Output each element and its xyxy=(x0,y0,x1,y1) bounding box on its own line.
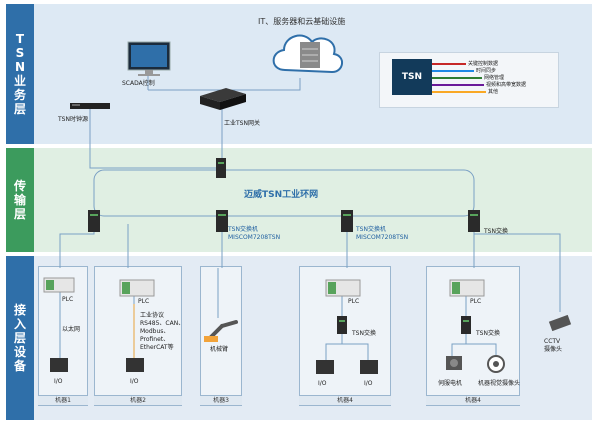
tsn-clock-label: TSN时钟源 xyxy=(58,116,88,123)
switch-icon-ring-4 xyxy=(468,210,480,232)
gateway-icon xyxy=(200,88,246,110)
legend-item-3: 网络管理 xyxy=(484,75,505,81)
it-title: IT、服务器和云基础设施 xyxy=(258,17,346,26)
plc-icon-4 xyxy=(449,279,485,297)
tsn-switch-label-1: TSN交换 xyxy=(352,330,376,337)
layer-label-transport: 传输层 xyxy=(6,148,34,252)
vision-label: 机器视觉摄像头 xyxy=(478,380,521,387)
legend-item-2: 时间同步 xyxy=(476,68,497,74)
legend-item-4: 视频和高带宽数据 xyxy=(486,82,527,88)
io-icon-2 xyxy=(126,358,144,372)
plc-icon-2 xyxy=(119,279,155,297)
switch-icon-ring-2 xyxy=(216,210,228,232)
switch-label-1: TSN交换机 xyxy=(228,226,258,233)
vision-camera-icon xyxy=(487,355,505,373)
io-label-1: I/O xyxy=(54,378,63,385)
clock-source-icon xyxy=(70,103,110,109)
monitor-icon xyxy=(127,41,171,76)
switch-icon-ring-1 xyxy=(88,210,100,232)
switch-label-right: TSN交换 xyxy=(484,228,508,235)
robot-base-icon xyxy=(204,336,218,342)
servo-motor-icon xyxy=(446,356,462,370)
cloud-icon xyxy=(272,34,343,74)
plc-label-4: PLC xyxy=(470,298,482,305)
switch-label-2: TSN交换机 xyxy=(356,226,386,233)
gateway-label: 工业TSN网关 xyxy=(224,120,260,127)
legend-tsn-badge: TSN xyxy=(392,59,432,95)
plc-label-3: PLC xyxy=(348,298,360,305)
switch-model-1: MISCOM7208TSN xyxy=(228,234,281,241)
tsn-switch-label-2: TSN交换 xyxy=(476,330,500,337)
plc-icon-1 xyxy=(43,277,75,293)
io-label-2: I/O xyxy=(130,378,139,385)
machine-3-label: 机器3 xyxy=(200,395,242,405)
legend-item-5: 其他 xyxy=(488,89,499,95)
cctv-icon xyxy=(548,314,572,332)
scada-label: SCADA控制 xyxy=(122,80,155,87)
plc-icon-3 xyxy=(325,279,361,297)
ring-label: 迈威TSN工业环网 xyxy=(244,190,319,200)
machine-2-label: 机器2 xyxy=(94,395,182,405)
layer-label-business: TSN业务层 xyxy=(6,4,34,144)
io-label-4: I/O xyxy=(364,380,373,387)
ethernet-label: 以太网 xyxy=(62,326,81,333)
plc-label-1: PLC xyxy=(62,296,74,303)
io-icon-3 xyxy=(316,360,334,374)
machine-4b-label: 机器4 xyxy=(426,395,520,405)
io-label-3: I/O xyxy=(318,380,327,387)
io-icon-4 xyxy=(360,360,378,374)
machine-1-label: 机器1 xyxy=(38,395,88,405)
machine-4a-label: 机器4 xyxy=(299,395,391,405)
cctv-label: CCTV 摄像头 xyxy=(544,338,563,353)
switch-icon-machine-4a xyxy=(337,316,347,334)
transport-layer-band xyxy=(6,148,592,252)
robot-label: 机械臂 xyxy=(210,346,229,353)
plc-label-2: PLC xyxy=(138,298,150,305)
servo-label: 伺服电机 xyxy=(438,380,463,387)
switch-icon-top xyxy=(216,158,226,178)
legend-item-1: 关键控制数据 xyxy=(468,61,499,67)
switch-model-2: MISCOM7208TSN xyxy=(356,234,409,241)
io-icon-1 xyxy=(50,358,68,372)
switch-icon-machine-4b xyxy=(461,316,471,334)
layer-label-access: 接入层设备 xyxy=(6,256,34,420)
switch-icon-ring-3 xyxy=(341,210,353,232)
protocol-list: 工业协议 RS485、CAN、 Modbus、 Profinet、 EtherC… xyxy=(140,312,185,351)
